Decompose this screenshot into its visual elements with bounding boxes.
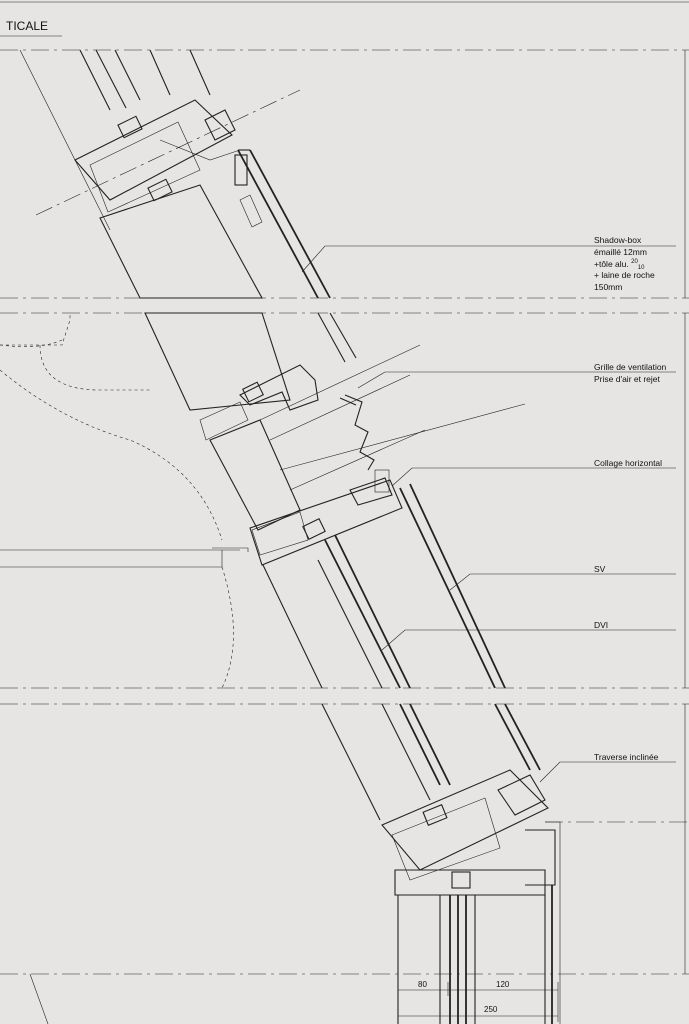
callout-traverse: Traverse inclinée <box>594 752 659 762</box>
dim-120: 120 <box>496 980 510 989</box>
grille-line1: Grille de ventilation <box>594 362 667 372</box>
callout-collage: Collage horizontal <box>594 458 662 468</box>
ventilation-grille <box>199 344 526 531</box>
dimension-chain: 80 120 250 <box>397 980 559 1022</box>
mid-transom-node <box>249 469 403 566</box>
slab-lines <box>0 49 689 975</box>
callout-sv: SV <box>594 564 606 574</box>
shadow-box-line3: +tôle alu. 2010 <box>594 259 645 271</box>
shadow-box-line2: émaillé 12mm <box>594 247 647 257</box>
upper-transom-node <box>74 99 248 213</box>
grille-line2: Prise d'air et rejet <box>594 374 661 384</box>
lower-vertical-mullion <box>397 885 553 1024</box>
callout-grille: Grille de ventilation Prise d'air et rej… <box>594 362 667 384</box>
dim-80: 80 <box>418 980 427 989</box>
callout-leaders <box>301 245 676 783</box>
shadow-box-panel <box>35 89 357 411</box>
dim-250: 250 <box>484 1005 498 1014</box>
lower-transom-node <box>381 769 689 1024</box>
shadow-box-line1: Shadow-box <box>594 235 642 245</box>
title-text: TICALE <box>6 19 48 33</box>
lower-glazing <box>262 483 541 821</box>
floor-slab <box>0 313 249 1024</box>
drawing-title: TICALE <box>0 1 689 37</box>
shadow-box-line4: + laine de roche <box>594 270 655 280</box>
callout-shadow-box: Shadow-box émaillé 12mm +tôle alu. 2010 … <box>594 235 655 292</box>
shadow-box-line5: 150mm <box>594 282 622 292</box>
upper-mullion <box>19 49 211 231</box>
callout-dvi: DVI <box>594 620 608 630</box>
